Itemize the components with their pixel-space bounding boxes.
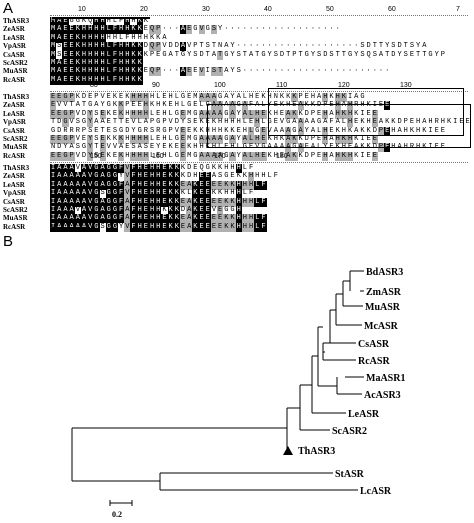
tree-leaf-label: McASR xyxy=(364,321,399,332)
tree-leaf-label: MuASR xyxy=(365,302,401,313)
panel-b-label: B xyxy=(3,233,14,250)
sequence-name: LeASR xyxy=(3,180,25,189)
motif-underline xyxy=(52,17,150,19)
ruler-tick-label: 100 xyxy=(214,82,226,89)
tree-leaf-label: ZmASR xyxy=(366,287,402,298)
ruler-tick-label: 50 xyxy=(326,6,334,13)
sequence-name: RcASR xyxy=(3,222,26,231)
sequence-name: ThASR3 xyxy=(3,17,30,25)
sequence-name: MuASR xyxy=(3,214,28,223)
ruler-tick-label: 7 xyxy=(456,6,460,13)
sequence-name: MuASR xyxy=(3,143,28,152)
sequence-name: ThASR3 xyxy=(3,93,30,101)
tree-leaf-label: StASR xyxy=(335,469,365,480)
ruler-tick-label: 30 xyxy=(202,6,210,13)
ruler-tick-label: 10 xyxy=(78,6,86,13)
sequence-name: RcASR xyxy=(3,151,26,160)
ruler-tick-label: 160 xyxy=(152,153,164,160)
motif-underline xyxy=(52,227,90,229)
highlight-triangle-icon xyxy=(283,446,293,455)
ruler-tick-label: 90 xyxy=(152,82,160,89)
ruler-tick-label: 150 xyxy=(90,153,102,160)
tree-leaf-label: RcASR xyxy=(358,356,390,367)
sequence-name: VpASR xyxy=(3,189,26,198)
ruler-tick-label: 80 xyxy=(90,82,98,89)
sequence-name: LeASR xyxy=(3,109,25,118)
sequence-name: MuASR xyxy=(3,67,28,76)
sequence-name: VpASR xyxy=(3,118,26,127)
ruler-tick-label: 120 xyxy=(338,82,350,89)
scale-bar-label: 0.2 xyxy=(112,510,122,519)
ruler-tick-label: 20 xyxy=(140,6,148,13)
sequence-name: ZeASR xyxy=(3,101,25,110)
sequence-name: ZeASR xyxy=(3,172,25,181)
tree-leaf-label: LeASR xyxy=(348,409,380,420)
ruler-tick-label: 130 xyxy=(400,82,412,89)
sequence-name: ThASR3 xyxy=(3,164,30,172)
position-ruler: 10 20 30 40 50 60 7 xyxy=(50,6,470,16)
ruler-tick-label: 110 xyxy=(276,82,288,89)
ruler-tick-label: 170 xyxy=(214,153,226,160)
tree-leaf-label: CsASR xyxy=(358,339,390,350)
position-ruler: 150 160 170 180 xyxy=(50,153,470,163)
tree-leaf-label: ScASR2 xyxy=(332,426,367,437)
ruler-tick-label: 60 xyxy=(388,6,396,13)
ruler-tick-label: 180 xyxy=(276,153,288,160)
tree-leaf-label: ThASR3 xyxy=(298,446,335,457)
sequence-name: ZeASR xyxy=(3,25,25,34)
sequence-name: VpASR xyxy=(3,42,26,51)
sequence-name: RcASR xyxy=(3,75,26,84)
sequence-name: ScASR2 xyxy=(3,59,28,67)
tree-leaf-label: LcASR xyxy=(360,486,392,497)
conserved-region-box xyxy=(268,88,464,136)
position-ruler: 80 90 100 110 120 130 xyxy=(50,82,470,92)
sequence-name: CsASR xyxy=(3,50,25,59)
tree-leaf-label: BdASR3 xyxy=(366,267,403,278)
sequence-name: ScASR2 xyxy=(3,135,28,143)
panel-a-label: A xyxy=(3,0,14,17)
sequence-name: ScASR2 xyxy=(3,206,28,214)
sequence-name: LeASR xyxy=(3,33,25,42)
tree-leaf-label: MaASR1 xyxy=(366,373,405,384)
conserved-region-box xyxy=(207,104,471,148)
tree-leaf-label: AcASR3 xyxy=(364,390,401,401)
sequence-name: CsASR xyxy=(3,126,25,135)
ruler-tick-label: 40 xyxy=(264,6,272,13)
sequence-name: CsASR xyxy=(3,197,25,206)
